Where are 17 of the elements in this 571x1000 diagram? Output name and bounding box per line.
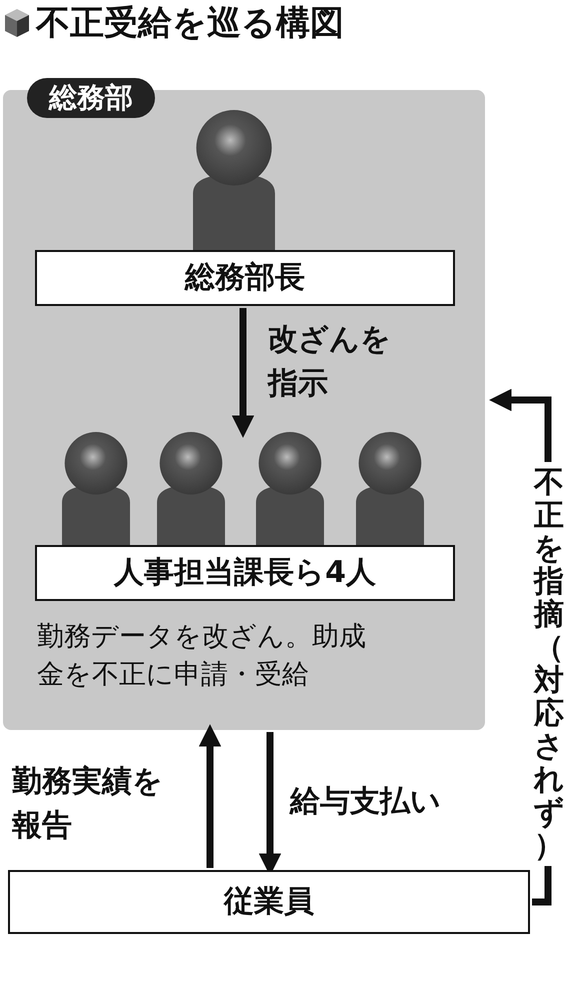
person-figure: [62, 432, 130, 545]
description-text: 勤務データを改ざん。助成金を不正に申請・受給: [37, 620, 367, 692]
title-text: 不正受給を巡る構図: [36, 2, 344, 44]
edge-label: 勤務実績を報告: [12, 763, 164, 845]
name-box: 従業員: [8, 870, 530, 934]
name-box: 人事担当課長ら4人: [35, 545, 455, 601]
arrow: [198, 724, 222, 868]
person-figure: [193, 110, 275, 250]
person-figure: [157, 432, 225, 545]
department-tag: 総務部: [27, 78, 155, 118]
person-figure: [356, 432, 424, 545]
arrow: [232, 308, 254, 438]
edge-label: 給与支払い: [290, 783, 442, 821]
edge-label: 改ざんを指示: [268, 321, 392, 403]
edge-label: 不正を指摘（対応されず）: [532, 462, 566, 866]
name-box: 総務部長: [35, 250, 455, 306]
person-figure: [256, 432, 324, 545]
